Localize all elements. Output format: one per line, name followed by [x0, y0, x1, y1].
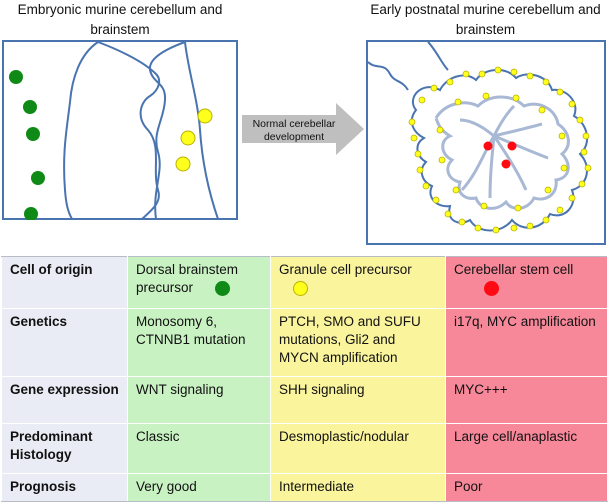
development-arrow-icon: [242, 103, 364, 155]
caption-postnatal: Early postnatal murine cerebellum and br…: [370, 2, 601, 37]
medulloblastoma-subgroup-table: Cell of origin Dorsal brainstem precurso…: [1, 256, 608, 502]
table-cell-shh: SHH signaling: [270, 376, 446, 424]
table-row: Prognosis Very good Intermediate Poor: [1, 473, 608, 502]
stem-cell-icon: [507, 141, 517, 151]
table-row: Predominant Histology Classic Desmoplast…: [1, 423, 608, 474]
dorsal-brainstem-cell-icon: [24, 207, 38, 220]
table-cell-shh: Intermediate: [270, 473, 446, 502]
table-cell-wnt: Very good: [127, 473, 271, 502]
table-cell-shh: Desmoplastic/nodular: [270, 423, 446, 474]
granule-layer-dots: [408, 66, 592, 234]
dorsal-brainstem-cell-icon: [9, 70, 23, 84]
table-row: Gene expression WNT signaling SHH signal…: [1, 376, 608, 424]
table-cell-myc: MYC+++: [445, 376, 608, 424]
table-cell-wnt: Classic: [127, 423, 271, 474]
dorsal-brainstem-cell-icon: [31, 171, 45, 185]
row-header: Cell of origin: [1, 256, 128, 309]
embryonic-cerebellum-diagram: [2, 40, 238, 220]
brainstem-outline: [367, 61, 409, 91]
embryonic-panel-frame: [2, 40, 238, 220]
row-header: Prognosis: [1, 473, 128, 502]
table-cell-myc: Poor: [445, 473, 608, 502]
row-header: Predominant Histology: [1, 423, 128, 474]
table-cell-wnt: Monosomy 6, CTNNB1 mutation: [127, 308, 271, 377]
stem-cell-icon: [483, 141, 493, 151]
embryonic-tissue-outline: [63, 41, 161, 220]
table-cell-wnt: WNT signaling: [127, 376, 271, 424]
red-dot-icon: [484, 280, 499, 296]
cell-text: Cerebellar stem cell: [454, 262, 574, 277]
caption-embryonic: Embryonic murine cerebellum and brainste…: [17, 2, 223, 37]
green-dot-icon: [215, 280, 231, 296]
row-header: Genetics: [1, 308, 128, 377]
granule-cell-icon: [197, 108, 213, 124]
white-matter-branches: [459, 104, 549, 199]
table-cell-shh: Granule cell precursor: [270, 256, 446, 309]
granule-cell-icon: [175, 156, 191, 172]
table-cell-myc: i17q, MYC amplification: [445, 308, 608, 377]
postnatal-ventricle-outline: [427, 41, 449, 71]
stem-cell-icon: [501, 159, 511, 169]
table-cell-shh: PTCH, SMO and SUFU mutations, Gli2 and M…: [270, 308, 446, 377]
folia-layer: [434, 95, 570, 210]
dorsal-brainstem-cell-icon: [26, 127, 40, 141]
yellow-dot-icon: [293, 280, 308, 296]
cell-text: Dorsal brainstem precursor: [136, 262, 239, 295]
cell-text: Granule cell precursor: [279, 262, 412, 277]
table-cell-wnt: Dorsal brainstem precursor: [127, 256, 271, 309]
table-row: Genetics Monosomy 6, CTNNB1 mutation PTC…: [1, 308, 608, 377]
postnatal-cerebellum-diagram: [366, 40, 606, 245]
embryonic-wall-outline: [184, 41, 219, 220]
dorsal-brainstem-cell-icon: [23, 100, 37, 114]
table-row: Cell of origin Dorsal brainstem precurso…: [1, 256, 608, 309]
row-header: Gene expression: [1, 376, 128, 424]
arrow-label: Normal cerebellar development: [252, 118, 336, 143]
table-cell-myc: Large cell/anaplastic: [445, 423, 608, 474]
granule-cell-icon: [180, 130, 196, 146]
embryonic-ventricle-outline: [148, 41, 186, 220]
table-cell-myc: Cerebellar stem cell: [445, 256, 608, 309]
